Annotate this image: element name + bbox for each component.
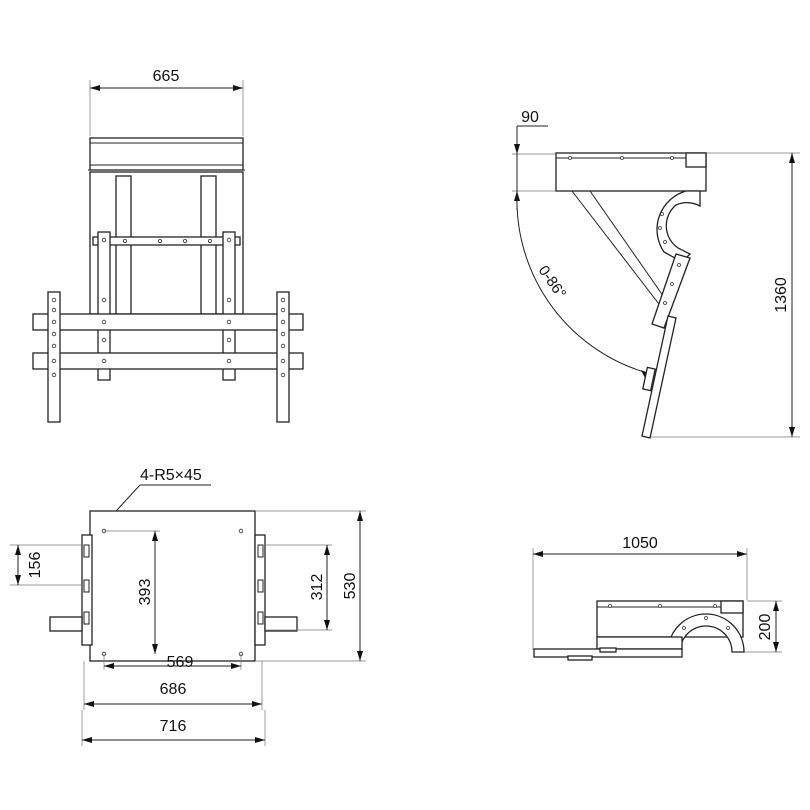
- side-tilted-view: 90 1360 0-86°: [512, 109, 800, 439]
- plan-right-inner-label: 312: [309, 574, 326, 601]
- folded-length-label: 1050: [622, 535, 658, 552]
- plan-overall-label: 716: [160, 718, 187, 735]
- front-width-label: 665: [153, 68, 180, 85]
- side-angle-label: 0-86°: [535, 263, 570, 302]
- front-mount-holes: [51, 237, 286, 378]
- side-folded-view: 1050 200: [532, 535, 782, 661]
- side-offset-label: 90: [521, 109, 539, 126]
- plan-left-label: 156: [27, 552, 44, 579]
- plan-view: 4-R5×45 156 393: [10, 467, 366, 746]
- front-view: 665: [32, 68, 304, 423]
- plan-hole-span-label: 569: [167, 654, 194, 671]
- folded-height-label: 200: [757, 614, 774, 641]
- plan-corner-label: 4-R5×45: [140, 467, 202, 484]
- side-height-label: 1360: [773, 277, 790, 313]
- plan-right-outer-label: 530: [342, 573, 359, 600]
- plan-inner-height-label: 393: [137, 579, 154, 606]
- plan-frame-label: 686: [160, 681, 187, 698]
